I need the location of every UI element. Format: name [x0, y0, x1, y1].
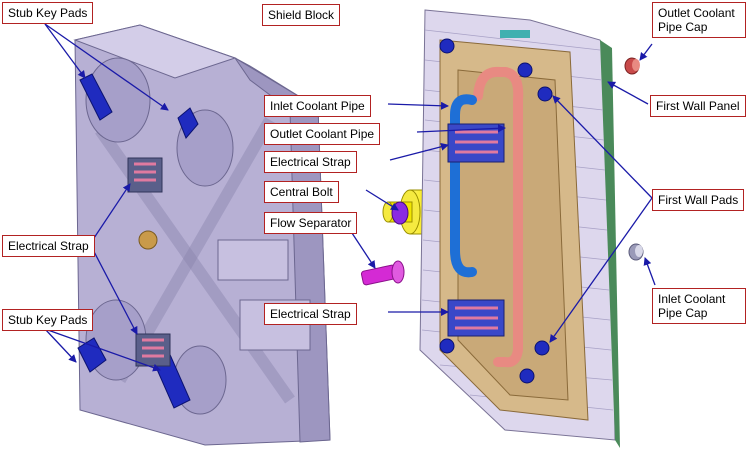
leader-arrows	[44, 23, 656, 372]
label-electrical-strap-left: Electrical Strap	[2, 235, 95, 257]
label-central-bolt: Central Bolt	[264, 181, 339, 203]
label-shield-block: Shield Block	[262, 4, 341, 26]
label-first-wall-pads: First Wall Pads	[652, 189, 745, 211]
inlet-coolant-pipe	[450, 94, 477, 278]
label-electrical-strap-center-bottom: Electrical Strap	[264, 303, 357, 325]
outlet-coolant-pipe-cap	[624, 57, 640, 75]
shield-block	[73, 24, 331, 446]
electrical-strap-shield-top	[127, 157, 163, 193]
electrical-strap-panel-bottom	[447, 299, 505, 337]
label-inlet-coolant-pipe: Inlet Coolant Pipe	[264, 95, 371, 117]
first-wall-pads	[439, 38, 553, 384]
label-outlet-coolant-pipe-cap: Outlet Coolant Pipe Cap	[652, 2, 746, 38]
stub-key-pad-3	[77, 337, 107, 373]
label-outlet-coolant-pipe: Outlet Coolant Pipe	[264, 123, 381, 145]
stub-key-pad-2	[177, 107, 199, 139]
label-stub-key-pads-top: Stub Key Pads	[2, 2, 94, 24]
label-stub-key-pads-bottom: Stub Key Pads	[2, 309, 94, 331]
label-electrical-strap-center-top: Electrical Strap	[264, 151, 357, 173]
label-inlet-coolant-pipe-cap: Inlet Coolant Pipe Cap	[652, 288, 746, 324]
label-first-wall-panel: First Wall Panel	[650, 95, 746, 117]
outlet-coolant-pipe	[473, 66, 524, 368]
electrical-strap-shield-bottom	[135, 333, 171, 367]
label-flow-separator: Flow Separator	[264, 212, 358, 234]
stub-key-pad-1	[79, 73, 113, 121]
flow-separator	[360, 260, 405, 286]
inlet-coolant-pipe-cap	[628, 243, 644, 261]
